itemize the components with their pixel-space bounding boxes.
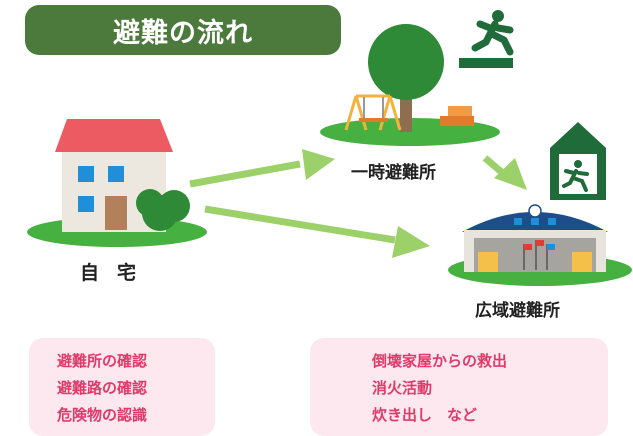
home-illustration [27,119,207,247]
wide-area-site-illustration [448,204,632,286]
shelter-action-item: 倒壊家屋からの救出 [372,352,508,370]
label-wide-area-site: 広域避難所 [475,301,560,321]
shelter-action-item: 炊き出し など [372,406,478,424]
arrow-temporary-to-wide-area [482,155,527,190]
shelter-actions-box [310,338,608,436]
label-home: 自宅 [80,262,155,284]
diagram-title: 避難の流れ [113,17,253,49]
temporary-site-illustration [320,24,500,146]
title-banner: 避難の流れ [25,5,341,55]
shelter-action-item: 消火活動 [372,379,433,397]
home-action-item: 避難所の確認 [57,352,148,370]
home-action-item: 危険物の認識 [57,406,148,424]
arrow-home-to-wide-area [204,205,430,258]
evacuation-shelter-icon [550,122,606,200]
arrow-home-to-temporary [189,149,335,188]
home-action-item: 避難路の確認 [57,379,148,397]
evacuation-exit-icon [459,10,514,68]
home-actions-box [29,338,215,436]
label-temporary-site: 一時避難所 [351,163,436,183]
